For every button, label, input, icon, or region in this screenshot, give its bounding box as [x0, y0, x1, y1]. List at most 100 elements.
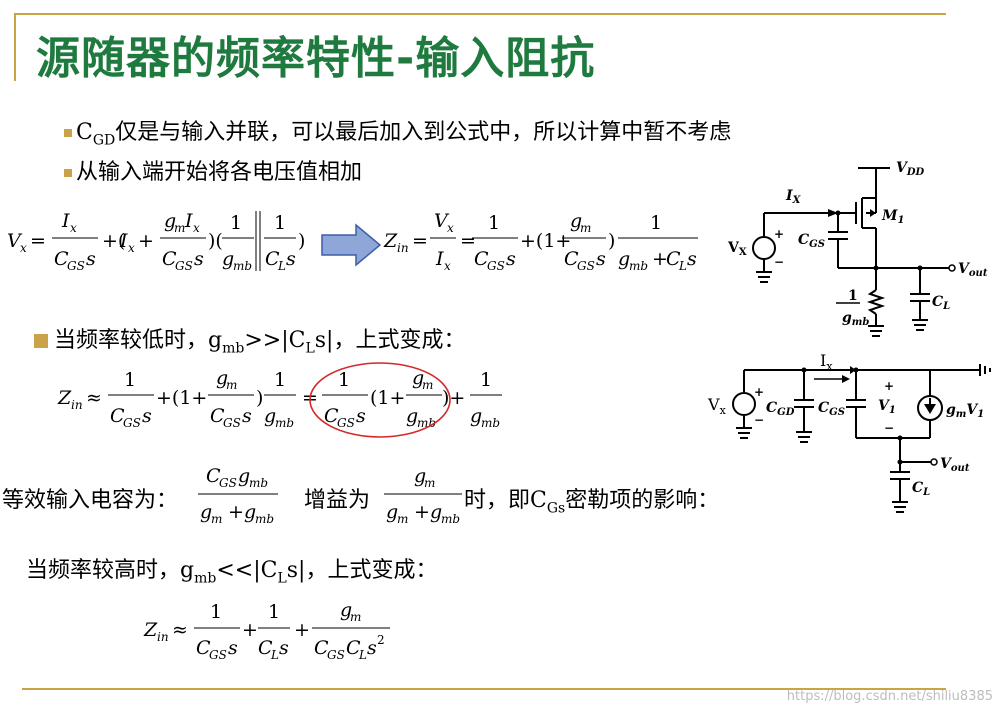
svg-text:GS: GS — [327, 648, 345, 662]
svg-text:g: g — [222, 248, 234, 270]
svg-text:g: g — [200, 501, 212, 523]
svg-text:mb: mb — [481, 416, 500, 430]
svg-text:g: g — [164, 210, 176, 232]
gain-label: 增益为 — [304, 488, 371, 513]
svg-text:s: s — [242, 405, 252, 427]
svg-text:GS: GS — [209, 648, 227, 662]
equation-gain: gm gm +gmb — [384, 465, 462, 526]
svg-text:1: 1 — [848, 288, 858, 304]
svg-text:L: L — [358, 648, 367, 662]
svg-text:mb: mb — [629, 259, 648, 273]
svg-text:I: I — [119, 230, 128, 252]
svg-text:g: g — [386, 501, 398, 523]
svg-text:1: 1 — [274, 369, 286, 391]
svg-text:I: I — [184, 210, 193, 232]
svg-text:1: 1 — [268, 601, 280, 623]
svg-text:g: g — [244, 501, 256, 523]
svg-text:1: 1 — [230, 212, 242, 234]
svg-text:x: x — [20, 241, 27, 255]
svg-text:mb: mb — [441, 512, 460, 526]
svg-text:g: g — [340, 599, 352, 621]
circuit-small-signal-model: Ix Vx + − CGD CGS + V1 − gmV1 Vout CL — [707, 352, 991, 513]
top-rule — [14, 13, 946, 15]
svg-text:mb: mb — [249, 476, 268, 490]
svg-text:+: + — [138, 230, 154, 252]
svg-text:CL: CL — [912, 480, 930, 498]
svg-text:1: 1 — [124, 369, 136, 391]
svg-text:+: + — [884, 379, 894, 393]
svg-text:V1: V1 — [878, 398, 896, 416]
svg-text:I: I — [61, 210, 70, 232]
svg-text:CGS: CGS — [818, 400, 845, 418]
svg-text:1: 1 — [274, 212, 286, 234]
svg-text:s: s — [286, 248, 296, 270]
svg-text:GS: GS — [219, 476, 237, 490]
svg-text:in: in — [397, 241, 409, 255]
svg-text:s: s — [367, 637, 377, 659]
svg-text:+: + — [294, 619, 310, 641]
svg-text:m: m — [226, 378, 237, 392]
bullet-marker — [34, 334, 48, 348]
watermark: https://blog.csdn.net/shiliu8385 — [786, 689, 993, 704]
svg-text:g: g — [414, 465, 426, 487]
svg-text:GS: GS — [577, 259, 595, 273]
svg-text:in: in — [157, 630, 169, 644]
svg-text:Vx: Vx — [707, 395, 727, 417]
svg-text:C: C — [314, 637, 329, 659]
svg-text:+: + — [754, 385, 764, 399]
svg-text:Ix: Ix — [820, 352, 833, 373]
svg-text:gmV1: gmV1 — [946, 402, 984, 420]
svg-text:C: C — [206, 465, 221, 487]
svg-text:M1: M1 — [881, 208, 904, 226]
svg-text:s: s — [506, 248, 516, 270]
svg-text:C: C — [564, 248, 579, 270]
svg-text:L: L — [270, 648, 279, 662]
svg-text:C: C — [346, 637, 361, 659]
svg-text:+(: +( — [102, 230, 125, 252]
svg-text:CL: CL — [932, 294, 950, 312]
svg-text:m: m — [397, 512, 408, 526]
svg-text:x: x — [193, 221, 200, 235]
svg-text:1: 1 — [338, 369, 350, 391]
svg-text:C: C — [54, 248, 69, 270]
equiv-cap-label: 等效输入电容为： — [2, 488, 179, 513]
svg-text:g: g — [406, 405, 418, 427]
svg-text:C: C — [666, 248, 681, 270]
svg-text:VX: VX — [727, 240, 747, 258]
svg-text:L: L — [277, 259, 286, 273]
svg-text:GS: GS — [487, 259, 505, 273]
svg-text:C: C — [210, 405, 225, 427]
svg-text:x: x — [70, 221, 77, 235]
svg-text:VDD: VDD — [896, 160, 925, 178]
svg-text:m: m — [424, 476, 435, 490]
svg-text:mb: mb — [417, 416, 436, 430]
svg-text:GS: GS — [337, 416, 355, 430]
svg-text:CGS: CGS — [798, 232, 825, 250]
svg-text:s: s — [687, 248, 697, 270]
svg-text:m: m — [211, 512, 222, 526]
svg-text:=: = — [460, 230, 476, 252]
svg-text:Z: Z — [383, 230, 398, 252]
svg-text:+: + — [652, 248, 668, 270]
svg-text:g: g — [412, 367, 424, 389]
svg-text:≈: ≈ — [86, 387, 102, 409]
svg-text:)+: )+ — [442, 387, 465, 409]
bottom-rule — [22, 688, 946, 690]
svg-text:2: 2 — [377, 633, 385, 647]
svg-text:1: 1 — [210, 601, 222, 623]
svg-text:V: V — [434, 210, 450, 232]
svg-text:IX: IX — [785, 188, 802, 206]
svg-text:−: − — [754, 413, 764, 427]
svg-text:s: s — [356, 405, 366, 427]
svg-text:+: + — [242, 619, 258, 641]
svg-text:+: + — [414, 501, 430, 523]
svg-text:C: C — [196, 637, 211, 659]
svg-text:m: m — [422, 378, 433, 392]
svg-text:L: L — [678, 259, 687, 273]
svg-text:g: g — [618, 248, 630, 270]
svg-text:−: − — [884, 421, 894, 435]
svg-text:Z: Z — [143, 619, 158, 641]
svg-text:C: C — [474, 248, 489, 270]
